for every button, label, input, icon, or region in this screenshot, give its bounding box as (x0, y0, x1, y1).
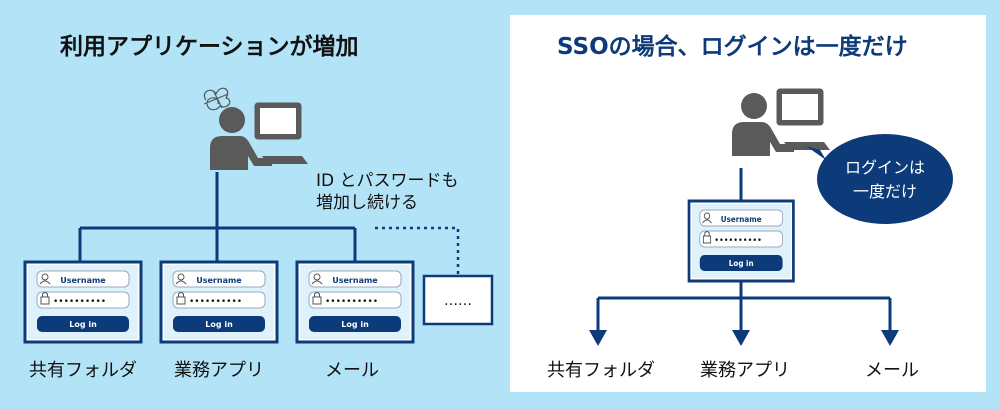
left-note-line1: ID とパスワードも (316, 171, 459, 191)
bubble-line1: ログインは (845, 158, 925, 177)
arrowheads (589, 330, 899, 346)
right-title: SSOの場合、ログインは一度だけ (557, 33, 908, 60)
login-button-label: Log in (729, 259, 754, 268)
username-placeholder: Username (196, 276, 242, 285)
login-button-label: Log in (205, 320, 233, 329)
more-apps-ellipsis: …… (444, 293, 472, 309)
left-title: 利用アプリケーションが増加 (60, 33, 359, 60)
right-arrow-tree (596, 281, 892, 332)
username-placeholder: Username (60, 276, 106, 285)
speech-bubble (806, 134, 953, 224)
password-mask: •••••••••• (189, 297, 242, 307)
username-placeholder: Username (721, 215, 762, 224)
login-card-sso: Username •••••••••• Log in (687, 199, 795, 283)
password-mask: •••••••••• (714, 236, 762, 247)
arrow-down-icon (589, 330, 607, 346)
right-app-label-mail: メール (865, 360, 919, 381)
login-button-label: Log in (341, 320, 369, 329)
password-mask: •••••••••• (325, 297, 378, 307)
left-user-icon (208, 102, 310, 172)
login-card-shared-folder: Username •••••••••• Log in (23, 260, 143, 344)
left-app-label-shared-folder: 共有フォルダ (29, 360, 137, 381)
login-card-business-app: Username •••••••••• Log in (159, 260, 279, 344)
arrow-down-icon (732, 330, 750, 346)
left-note-line2: 増加し続ける (316, 193, 418, 213)
left-app-label-mail: メール (325, 360, 379, 381)
more-apps-box (422, 274, 494, 326)
left-app-label-business-app: 業務アプリ (174, 360, 264, 381)
right-app-label-shared-folder: 共有フォルダ (547, 360, 655, 381)
confusion-scribble-icon (203, 87, 231, 111)
right-user-icon (730, 88, 832, 158)
login-card-mail: Username •••••••••• Log in (295, 260, 415, 344)
password-mask: •••••••••• (53, 297, 106, 307)
bubble-line2: 一度だけ (853, 182, 917, 201)
dotted-connector (375, 226, 460, 276)
username-placeholder: Username (332, 276, 378, 285)
right-app-label-business-app: 業務アプリ (700, 360, 790, 381)
arrow-down-icon (881, 330, 899, 346)
login-button-label: Log in (69, 320, 97, 329)
left-connector-tree (78, 172, 357, 262)
